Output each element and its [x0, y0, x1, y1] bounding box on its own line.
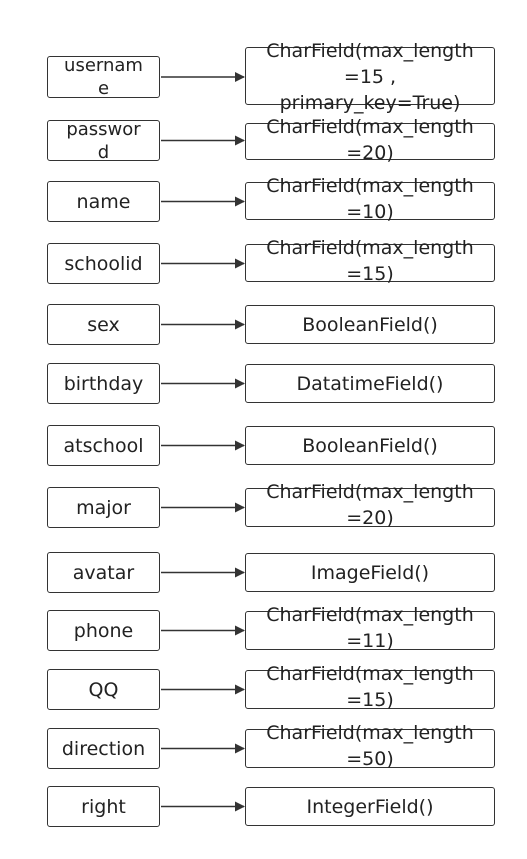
field-name-label: sex — [87, 313, 120, 336]
field-name-box: direction — [47, 728, 160, 769]
field-type-label: ImageField() — [310, 561, 430, 584]
field-name-label: atschool — [63, 434, 144, 457]
field-name-box: birthday — [47, 363, 160, 404]
field-type-label: BooleanField() — [302, 434, 438, 457]
field-name-label: QQ — [88, 678, 119, 701]
field-type-box: CharField(max_length =20) — [245, 116, 495, 164]
field-name-box: passwor d — [47, 118, 160, 163]
field-name-box: QQ — [47, 669, 160, 710]
field-type-box: BooleanField() — [245, 426, 495, 465]
field-type-box: IntegerField() — [245, 787, 495, 826]
field-type-box: ImageField() — [245, 553, 495, 592]
field-name-label: passwor d — [66, 118, 141, 163]
field-name-label: major — [76, 496, 131, 519]
field-type-box: CharField(max_length =50) — [245, 722, 495, 770]
field-name-label: birthday — [63, 372, 144, 395]
field-type-box: CharField(max_length =15) — [245, 237, 495, 285]
field-type-label: CharField(max_length =15) — [266, 663, 474, 711]
field-type-box: CharField(max_length =11) — [245, 604, 495, 652]
field-name-box: sex — [47, 304, 160, 345]
field-type-label: CharField(max_length =11) — [266, 604, 474, 652]
field-type-box: CharField(max_length =15 , primary_key=T… — [245, 40, 495, 114]
field-name-box: schoolid — [47, 243, 160, 284]
field-name-label: right — [81, 795, 126, 818]
field-name-box: atschool — [47, 425, 160, 466]
field-name-label: usernam e — [64, 55, 143, 99]
field-type-label: CharField(max_length =15 , primary_key=T… — [266, 40, 474, 114]
field-type-box: DatatimeField() — [245, 364, 495, 403]
field-name-label: phone — [73, 619, 134, 642]
field-name-box: name — [47, 181, 160, 222]
field-name-box: avatar — [47, 552, 160, 593]
field-name-box: right — [47, 786, 160, 827]
field-type-label: CharField(max_length =20) — [266, 481, 474, 529]
field-type-box: BooleanField() — [245, 305, 495, 344]
field-type-label: CharField(max_length =20) — [266, 116, 474, 164]
field-name-label: name — [76, 190, 131, 213]
field-type-label: IntegerField() — [306, 795, 434, 818]
field-type-label: DatatimeField() — [296, 372, 444, 395]
field-type-box: CharField(max_length =20) — [245, 481, 495, 529]
field-name-label: avatar — [72, 561, 135, 584]
field-type-box: CharField(max_length =15) — [245, 663, 495, 711]
field-name-box: major — [47, 487, 160, 528]
field-type-box: CharField(max_length =10) — [245, 175, 495, 223]
field-type-label: CharField(max_length =50) — [266, 722, 474, 770]
field-name-box: phone — [47, 610, 160, 651]
field-name-box: usernam e — [47, 55, 160, 99]
field-type-label: CharField(max_length =15) — [266, 237, 474, 285]
field-type-label: CharField(max_length =10) — [266, 175, 474, 223]
field-name-label: direction — [61, 737, 146, 760]
field-type-label: BooleanField() — [302, 313, 438, 336]
field-name-label: schoolid — [64, 252, 143, 275]
